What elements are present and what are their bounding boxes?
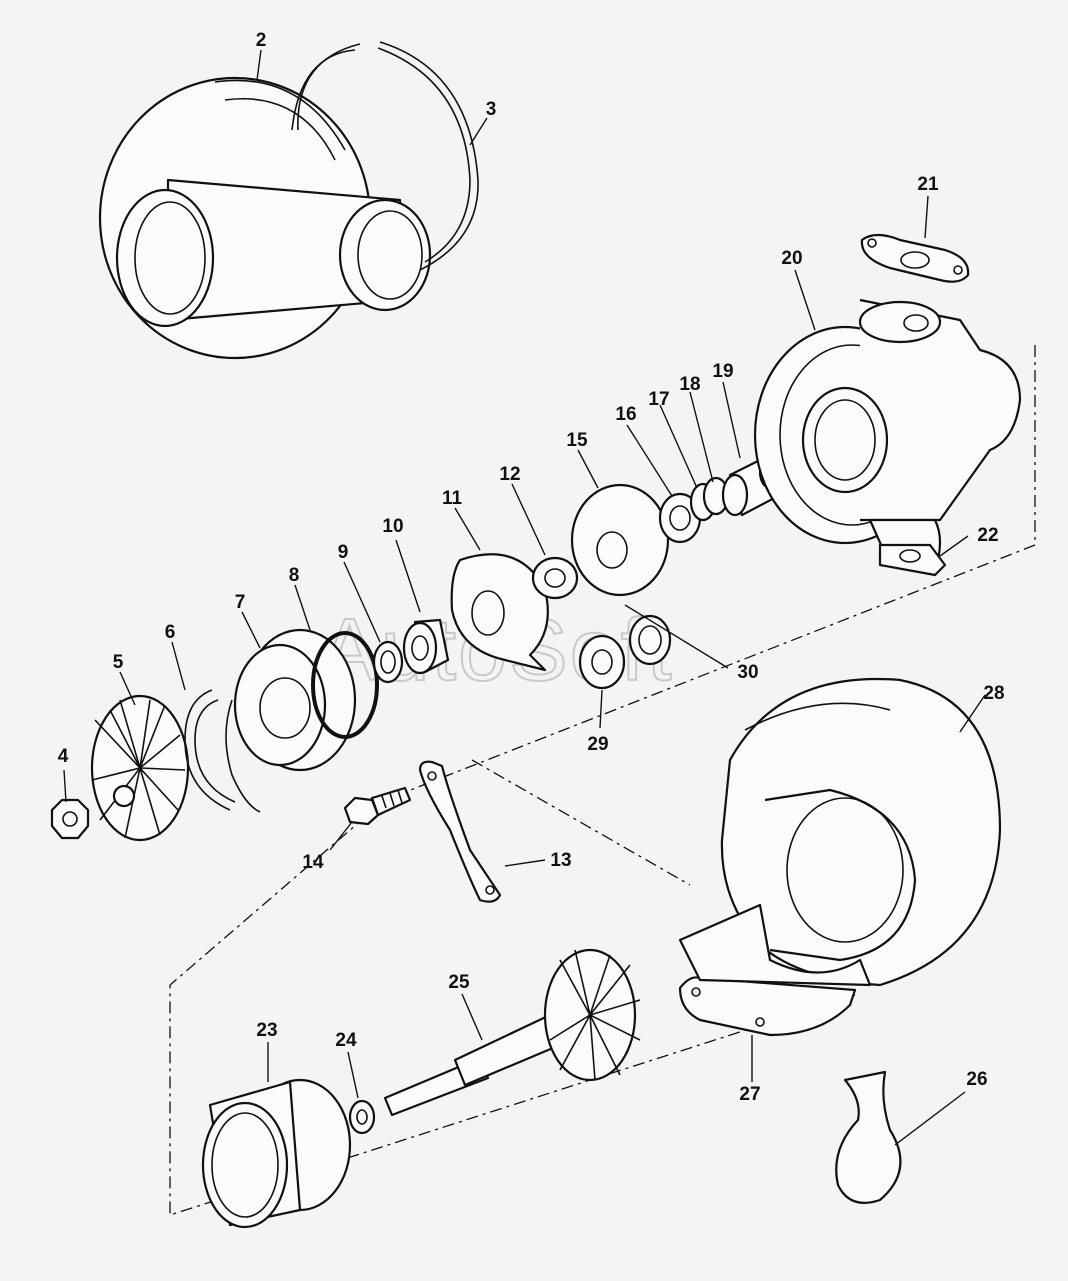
callout-19: 19: [712, 361, 733, 382]
callout-4: 4: [58, 746, 69, 767]
bolt: [343, 786, 412, 826]
callout-15: 15: [566, 430, 588, 451]
callout-24: 24: [335, 1030, 357, 1051]
washer: [348, 1099, 376, 1135]
callout-9: 9: [338, 542, 349, 563]
center-housing: [753, 298, 1022, 572]
callout-14: 14: [302, 852, 324, 873]
callout-12: 12: [499, 464, 520, 485]
callout-22: 22: [977, 525, 998, 546]
oil-flange-plate: [570, 483, 670, 597]
turbine-shaft-wheel: [383, 948, 641, 1117]
callout-27: 27: [739, 1084, 760, 1105]
impeller-nut: [50, 798, 90, 840]
heat-shield: [201, 1078, 352, 1229]
callout-26: 26: [966, 1069, 987, 1090]
seal-ring-29: [578, 634, 626, 690]
turbine-flange-gasket: [678, 976, 857, 1037]
callout-25: 25: [448, 972, 470, 993]
spacer: [531, 556, 579, 600]
retaining-rings-pair: [689, 476, 730, 522]
callout-6: 6: [165, 622, 176, 643]
lock-tab: [835, 1070, 902, 1204]
assembly-axis-lines: [169, 345, 1036, 1216]
callout-8: 8: [289, 565, 300, 586]
callout-23: 23: [256, 1020, 277, 1041]
seal-ring-30: [628, 614, 672, 666]
seal-carrier: [225, 628, 357, 813]
callout-16: 16: [615, 404, 636, 425]
callout-2: 2: [256, 30, 267, 51]
bushing: [402, 618, 450, 675]
callout-28: 28: [983, 683, 1004, 704]
o-ring: [311, 631, 379, 739]
callout-5: 5: [113, 652, 124, 673]
callout-18: 18: [679, 374, 700, 395]
callout-29: 29: [587, 734, 608, 755]
callout-labels: 2 3 4 5 6 7 8 9 10 11 12 13 14 15 16 17 …: [58, 30, 1005, 1105]
callout-7: 7: [235, 592, 246, 613]
callout-13: 13: [550, 850, 571, 871]
oil-inlet-gasket: [860, 233, 970, 283]
bracket: [418, 760, 502, 903]
compressor-wheel: [90, 694, 190, 842]
callout-30: 30: [737, 662, 758, 683]
small-ring: [372, 640, 404, 684]
retaining-ring: [184, 689, 236, 811]
callout-21: 21: [917, 174, 939, 195]
callout-17: 17: [648, 389, 669, 410]
compressor-housing: [98, 76, 432, 360]
callout-3: 3: [486, 99, 497, 120]
callout-10: 10: [382, 516, 403, 537]
oil-drain-gasket: [878, 543, 947, 577]
thrust-plate: [450, 553, 549, 672]
turbine-housing: [678, 678, 1002, 987]
leader-lines: [63, 49, 986, 1146]
callout-20: 20: [781, 248, 802, 269]
snap-ring-large: [291, 41, 479, 271]
callout-11: 11: [442, 488, 463, 509]
